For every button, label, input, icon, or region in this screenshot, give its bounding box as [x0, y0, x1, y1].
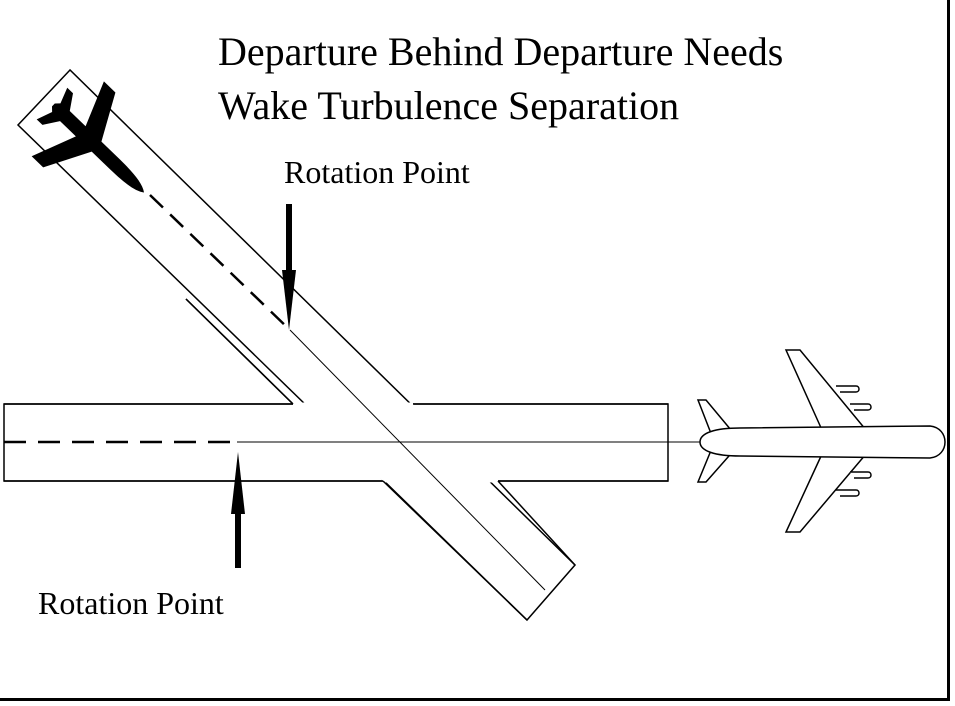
lower-rotation-point-label: Rotation Point — [38, 585, 224, 621]
lower-rotation-arrow — [231, 452, 245, 568]
diagram-title-line-2: Wake Turbulence Separation — [218, 83, 680, 128]
diagonal-runway-right-edge — [497, 480, 576, 566]
diagram-title-line-1: Departure Behind Departure Needs — [218, 29, 784, 74]
upper-rotation-point-label: Rotation Point — [284, 154, 470, 190]
diagonal-centerline — [289, 329, 546, 591]
waiting-aircraft-icon — [696, 349, 946, 533]
diagonal-runway-lower-edge — [382, 480, 528, 621]
departing-aircraft-icon — [31, 81, 145, 193]
diagonal-runway-left-edge — [185, 298, 294, 405]
departure-path-dashed — [149, 194, 291, 331]
upper-rotation-arrow — [282, 204, 296, 330]
